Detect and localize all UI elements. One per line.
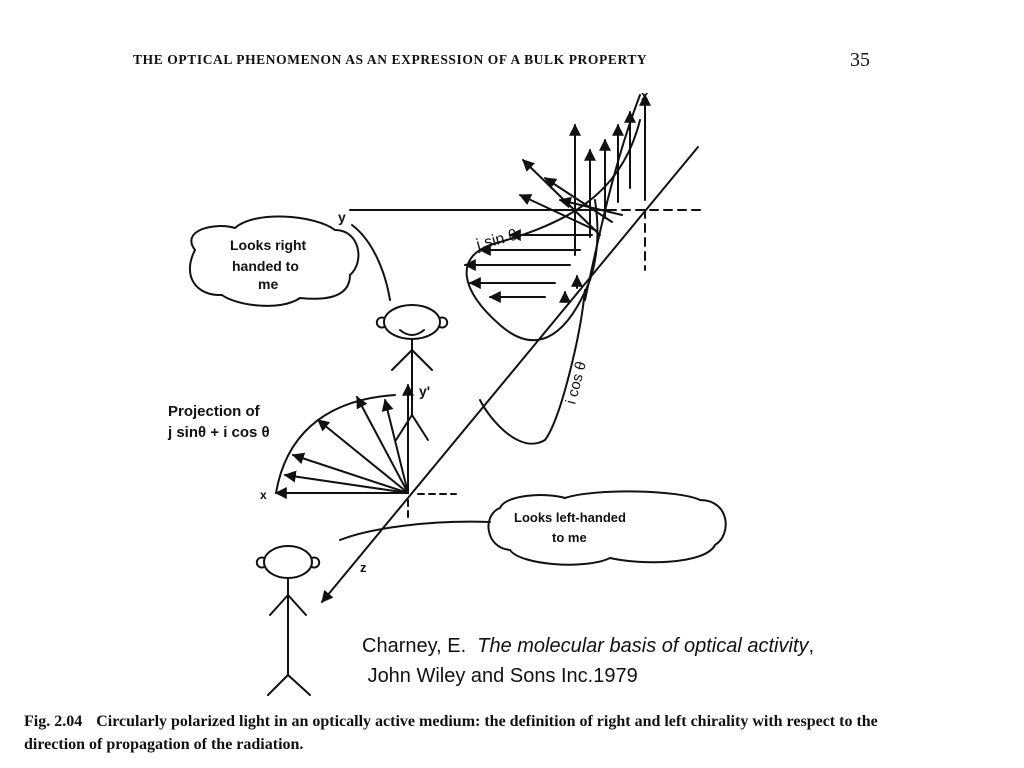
- propagation-axis: [321, 146, 699, 603]
- label-x-top: x: [641, 88, 649, 103]
- helix-upper: [584, 94, 641, 301]
- caption-text: Circularly polarized light in an optical…: [24, 713, 878, 753]
- bubble-left-text-1: Looks left-handed: [514, 510, 626, 525]
- helix-lower: [479, 289, 586, 445]
- label-x-bottom: x: [260, 488, 267, 502]
- label-y: y: [338, 209, 346, 225]
- bubble-left-text-2: to me: [552, 530, 587, 545]
- viewer-bottom: [255, 545, 321, 696]
- running-title: THE OPTICAL PHENOMENON AS AN EXPRESSION …: [133, 52, 648, 67]
- bubble-right-text-2: handed to: [232, 258, 299, 274]
- projection-label-1: Projection of: [168, 403, 261, 420]
- projection-arc: [275, 394, 396, 494]
- citation-title: The molecular basis of optical activity: [477, 635, 809, 657]
- caption-number: Fig. 2.04: [24, 713, 83, 730]
- citation: Charney, E. The molecular basis of optic…: [362, 631, 814, 691]
- bubble-right-text-1: Looks right: [230, 237, 307, 253]
- label-icos: i cos θ: [562, 360, 590, 406]
- projection-label-2: j sinθ + i cos θ: [167, 424, 270, 441]
- viewer-top: [375, 304, 449, 441]
- bubble-left: [487, 490, 727, 566]
- helix-mid: [465, 119, 641, 342]
- citation-title-suffix: ,: [808, 635, 815, 657]
- page-number: 35: [850, 49, 870, 71]
- citation-publisher: John Wiley and Sons Inc.1979: [367, 665, 638, 687]
- citation-author: Charney, E.: [362, 635, 467, 657]
- label-z: z: [360, 560, 367, 575]
- bubble-right: [189, 215, 360, 307]
- label-y-prime: y': [419, 383, 430, 399]
- bubble-right-text-3: me: [258, 276, 278, 292]
